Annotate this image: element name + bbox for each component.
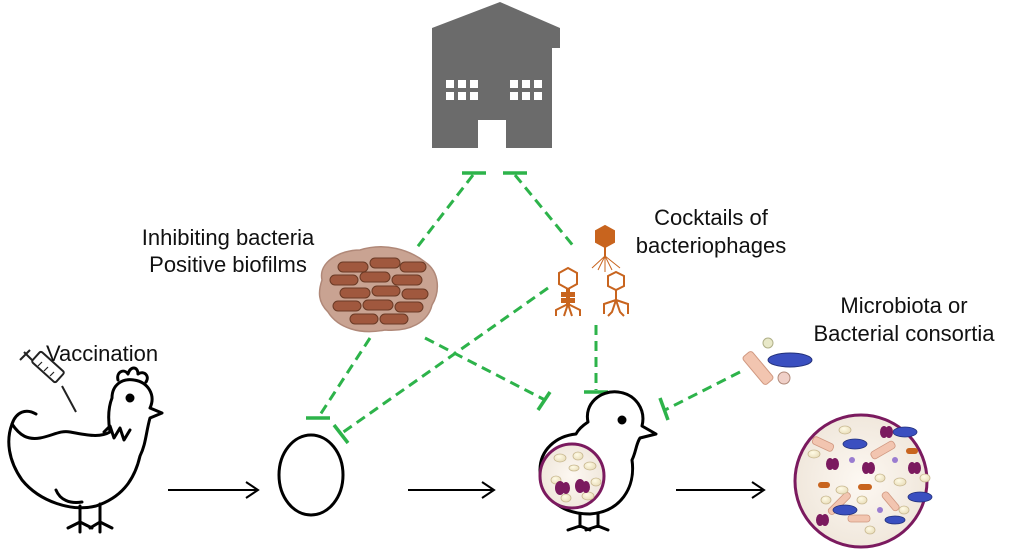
microbiota-label-line2: Bacterial consortia [813, 321, 995, 346]
phage-label-line1: Cocktails of [654, 205, 768, 230]
biofilm-label-line2: Positive biofilms [149, 252, 307, 277]
vaccination-label: Vaccination [46, 341, 159, 366]
phage-label-line2: bacteriophages [635, 233, 787, 258]
flow-arrows [168, 481, 766, 499]
biofilm-label-line1: Inhibiting bacteria [141, 225, 315, 250]
gut-microbiota-icon [538, 442, 606, 510]
hen-icon [7, 366, 164, 534]
bacterial-consortia-icon [742, 337, 813, 385]
chick-icon [538, 390, 658, 532]
adult-gut-microbiota-icon [793, 413, 933, 549]
biofilm-icon [318, 246, 439, 333]
microbiota-label-line1: Microbiota or [840, 293, 968, 318]
syringe-icon [19, 349, 77, 413]
farm-building-icon [432, 2, 560, 148]
egg-icon [277, 433, 345, 517]
bacteriophage-icon [555, 224, 629, 317]
